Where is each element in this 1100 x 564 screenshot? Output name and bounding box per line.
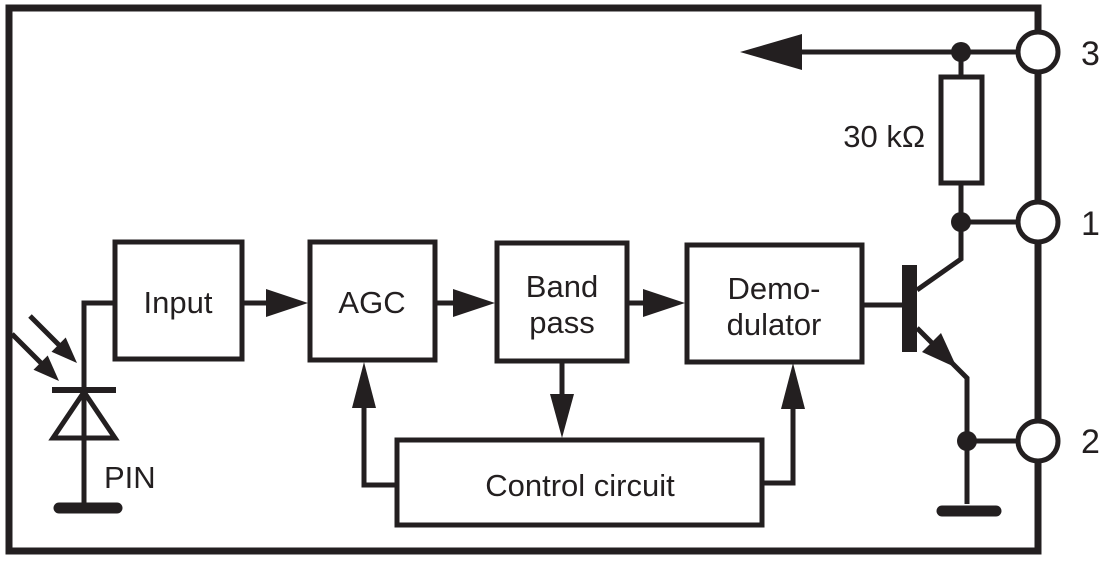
arrow-bandpass-to-control bbox=[550, 361, 574, 438]
pin-1-terminal bbox=[1015, 199, 1061, 245]
demodulator-block-label-line1: Demo- bbox=[727, 271, 820, 306]
arrow-agc-to-bandpass bbox=[435, 289, 495, 317]
arrow-line bbox=[361, 406, 397, 488]
arrow-bandpass-to-demodulator bbox=[627, 289, 685, 317]
junction-dot-bottom bbox=[957, 431, 977, 451]
photodiode-label: PIN bbox=[104, 460, 156, 495]
bandpass-block-label-line1: Band bbox=[526, 269, 598, 304]
pin-3-terminal bbox=[1015, 29, 1061, 75]
demodulator-block-label-line2: dulator bbox=[727, 307, 822, 342]
pin-2-terminal bbox=[1015, 418, 1061, 464]
transistor-collector-wire bbox=[915, 222, 964, 293]
npn-transistor-icon bbox=[902, 222, 970, 441]
arrowhead-right-icon bbox=[266, 289, 308, 317]
resistor-30k bbox=[938, 74, 985, 186]
arrow-control-to-demodulator bbox=[762, 363, 805, 486]
diode-triangle bbox=[48, 387, 120, 441]
arrowhead-right-icon bbox=[643, 289, 685, 317]
transistor-base-bar bbox=[902, 265, 917, 352]
pin-photodiode-icon bbox=[48, 387, 120, 441]
control-circuit-label: Control circuit bbox=[485, 468, 675, 503]
input-block-label: Input bbox=[144, 285, 213, 320]
resistor-label: 30 kΩ bbox=[843, 119, 925, 154]
device-boundary-box bbox=[5, 4, 1042, 555]
arrowhead-left-icon bbox=[740, 34, 802, 70]
light-ray-arrowhead-2 bbox=[33, 355, 59, 381]
arrow-input-to-agc bbox=[242, 289, 308, 317]
bandpass-block-label-line2: pass bbox=[529, 305, 594, 340]
light-ray-arrows-icon bbox=[10, 314, 77, 381]
bandpass-block bbox=[494, 240, 630, 364]
output-arrow bbox=[740, 34, 1018, 70]
agc-block bbox=[307, 239, 438, 363]
light-ray-arrowhead-1 bbox=[51, 337, 77, 363]
junction-dot-top bbox=[951, 42, 971, 62]
arrow-control-to-agc bbox=[352, 362, 397, 488]
arrow-line bbox=[762, 406, 796, 486]
junction-dot-middle bbox=[951, 212, 971, 232]
emitter-arrowhead-icon bbox=[922, 333, 957, 368]
pin-2-label: 2 bbox=[1081, 423, 1100, 461]
arrowhead-up-icon bbox=[352, 362, 376, 408]
arrowhead-up-icon bbox=[781, 363, 805, 409]
arrowhead-down-icon bbox=[550, 394, 574, 438]
agc-block-label: AGC bbox=[338, 285, 405, 320]
arrowhead-right-icon bbox=[453, 289, 495, 317]
pin-1-label: 1 bbox=[1081, 205, 1100, 243]
light-ray-line-1 bbox=[28, 314, 62, 348]
light-ray-line-2 bbox=[10, 332, 44, 366]
pin-3-label: 3 bbox=[1081, 35, 1100, 73]
